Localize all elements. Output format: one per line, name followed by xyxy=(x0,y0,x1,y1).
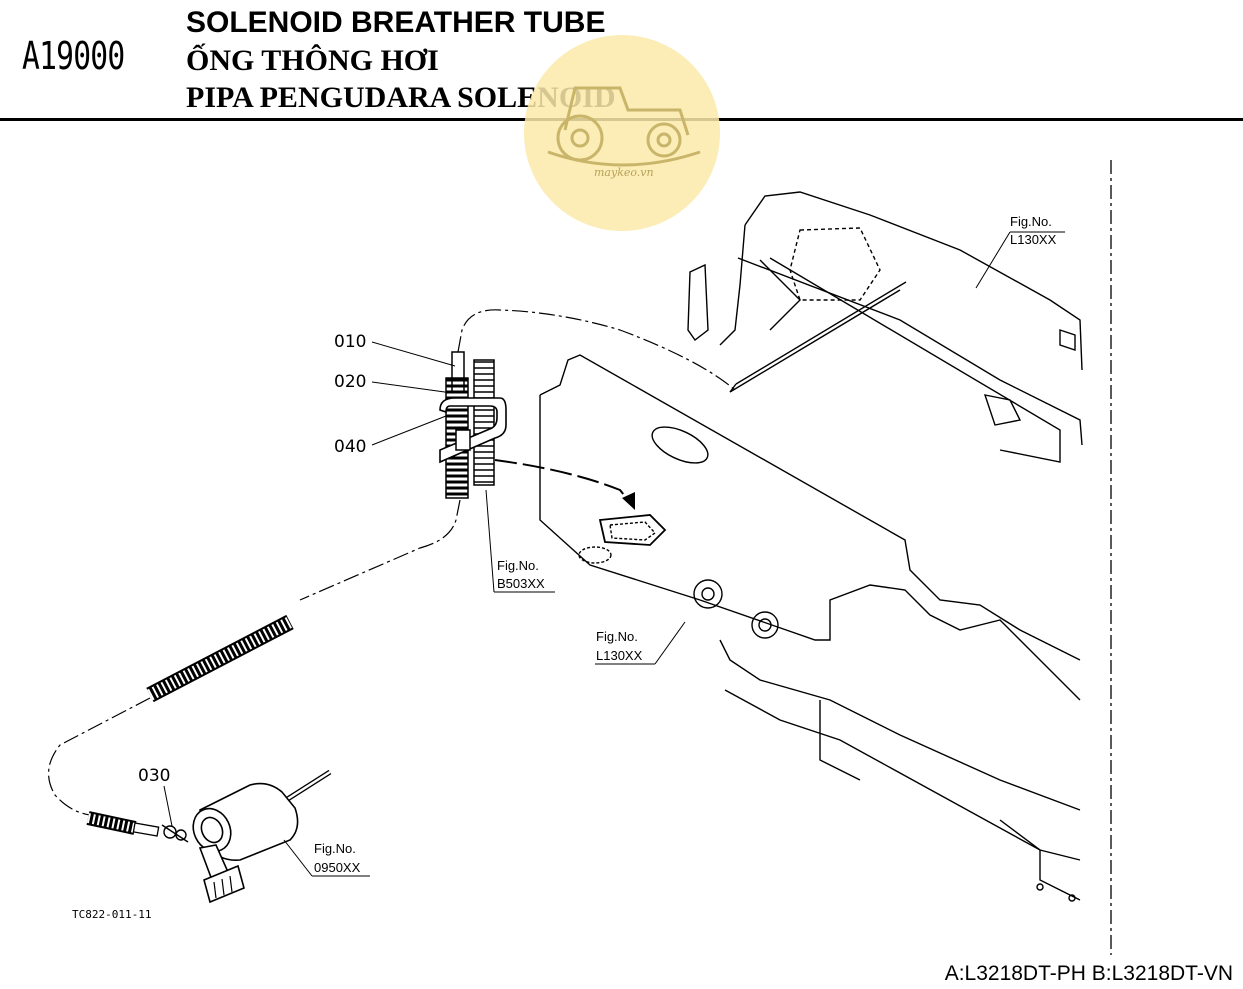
spring-sleeve-short xyxy=(86,811,160,837)
figref-label-bracket: Fig.No. xyxy=(497,558,539,573)
model-applicability: A:L3218DT-PH B:L3218DT-VN xyxy=(944,962,1233,985)
leader-lines xyxy=(163,231,1065,877)
clip-030 xyxy=(161,824,189,843)
breather-tube-route xyxy=(48,309,736,816)
figref-label-solenoid: Fig.No. xyxy=(314,841,356,856)
fender-panel xyxy=(539,354,1081,902)
watermark-text: maykeo.vn xyxy=(594,166,654,179)
callout-040: 040 xyxy=(334,437,366,457)
callout-010: 010 xyxy=(334,332,366,352)
solenoid xyxy=(192,769,332,904)
figref-label-top-right: Fig.No. xyxy=(1010,214,1052,229)
callout-030: 030 xyxy=(138,766,170,786)
section-code: A19000 xyxy=(22,34,125,78)
tube-assembly xyxy=(439,351,507,499)
title-vietnamese: ỐNG THÔNG HƠI xyxy=(186,44,439,77)
drawing-code: TC822-011-11 xyxy=(72,908,151,921)
frame-assembly xyxy=(687,191,1083,463)
figref-middle: L130XX xyxy=(596,648,643,663)
assembly-arrow xyxy=(494,459,633,506)
spring-sleeve-right xyxy=(473,359,495,486)
figref-top-right: L130XX xyxy=(1010,232,1057,247)
figref-bracket: B503XX xyxy=(497,576,545,591)
figref-solenoid: 0950XX xyxy=(314,860,361,875)
title-english: SOLENOID BREATHER TUBE xyxy=(186,6,606,39)
figref-label-middle: Fig.No. xyxy=(596,629,638,644)
spring-sleeve-long xyxy=(146,614,294,703)
arrow-head xyxy=(622,492,635,510)
callout-020: 020 xyxy=(334,372,366,392)
watermark-logo: maykeo.vn xyxy=(524,35,720,231)
